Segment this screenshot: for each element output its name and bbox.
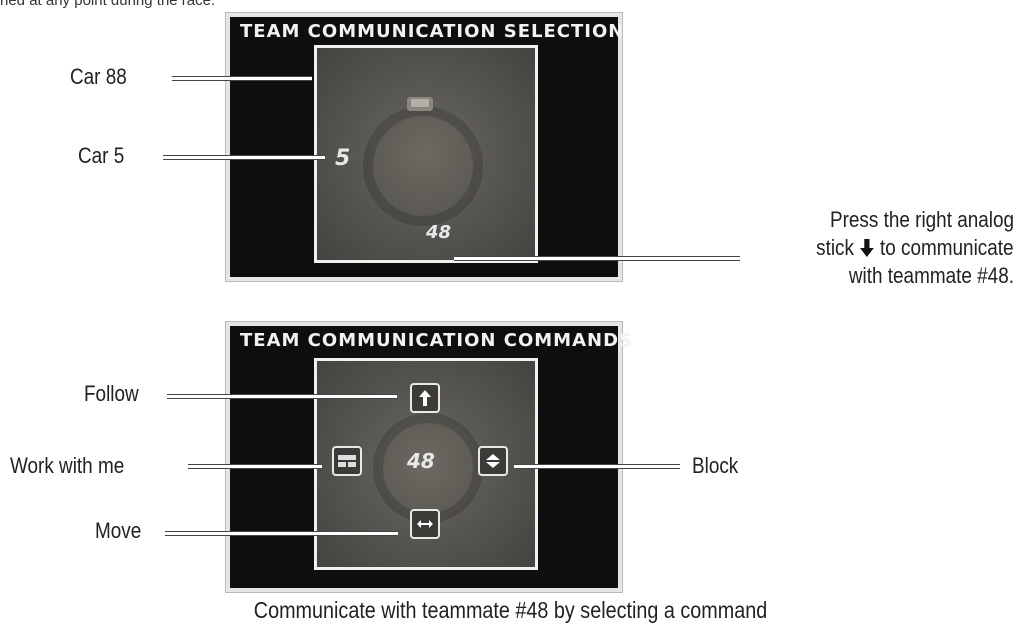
instruction-line-2: stick to communicate — [817, 235, 1014, 261]
teammate-48-leader — [454, 256, 740, 261]
instruction-communicate-word: to communicate — [880, 235, 1014, 260]
selection-panel-title: TEAM COMMUNICATION SELECTION — [240, 21, 625, 42]
move-icon — [417, 520, 433, 528]
car-48-number[interactable]: 48 — [426, 222, 452, 243]
work-with-me-label: Work with me — [10, 453, 125, 478]
follow-leader — [167, 394, 397, 399]
instruction-line-3: with teammate #48. — [848, 263, 1014, 288]
instruction-stick-word: stick — [816, 235, 855, 260]
down-arrow-icon — [860, 239, 875, 257]
caption: Communicate with teammate #48 by selecti… — [0, 597, 1022, 624]
caption-text: Communicate with teammate #48 by selecti… — [254, 597, 768, 623]
car-5-number[interactable]: 5 — [335, 146, 351, 171]
car-5-leader — [163, 155, 325, 160]
move-label: Move — [95, 518, 142, 543]
work-with-me-command-button[interactable] — [332, 446, 362, 476]
car-88-leader — [172, 76, 312, 81]
car-roof-icon[interactable] — [405, 94, 435, 114]
top-cut-text: ned at any point during the race. — [0, 0, 216, 9]
commands-panel: TEAM COMMUNICATION COMMANDS 48 — [226, 322, 632, 592]
block-leader — [514, 464, 680, 469]
move-leader — [165, 531, 398, 536]
instruction-line-1: Press the right analog — [829, 207, 1014, 232]
block-icon — [486, 454, 500, 468]
selection-ring — [363, 106, 483, 226]
work-with-me-icon — [338, 455, 356, 467]
block-label: Block — [692, 453, 739, 478]
follow-command-button[interactable] — [410, 383, 440, 413]
commands-wheel-area: 48 — [314, 358, 538, 570]
commands-center-number: 48 — [407, 449, 435, 473]
follow-label: Follow — [84, 381, 139, 406]
car-88-label: Car 88 — [70, 64, 127, 89]
work-with-me-leader — [188, 464, 322, 469]
up-arrow-icon — [419, 390, 431, 406]
commands-panel-title: TEAM COMMUNICATION COMMANDS — [240, 330, 633, 351]
selection-panel: TEAM COMMUNICATION SELECTION 5 48 — [226, 13, 625, 281]
block-command-button[interactable] — [478, 446, 508, 476]
car-5-label: Car 5 — [78, 143, 125, 168]
selection-wheel-area: 5 48 — [314, 45, 538, 263]
move-command-button[interactable] — [410, 509, 440, 539]
